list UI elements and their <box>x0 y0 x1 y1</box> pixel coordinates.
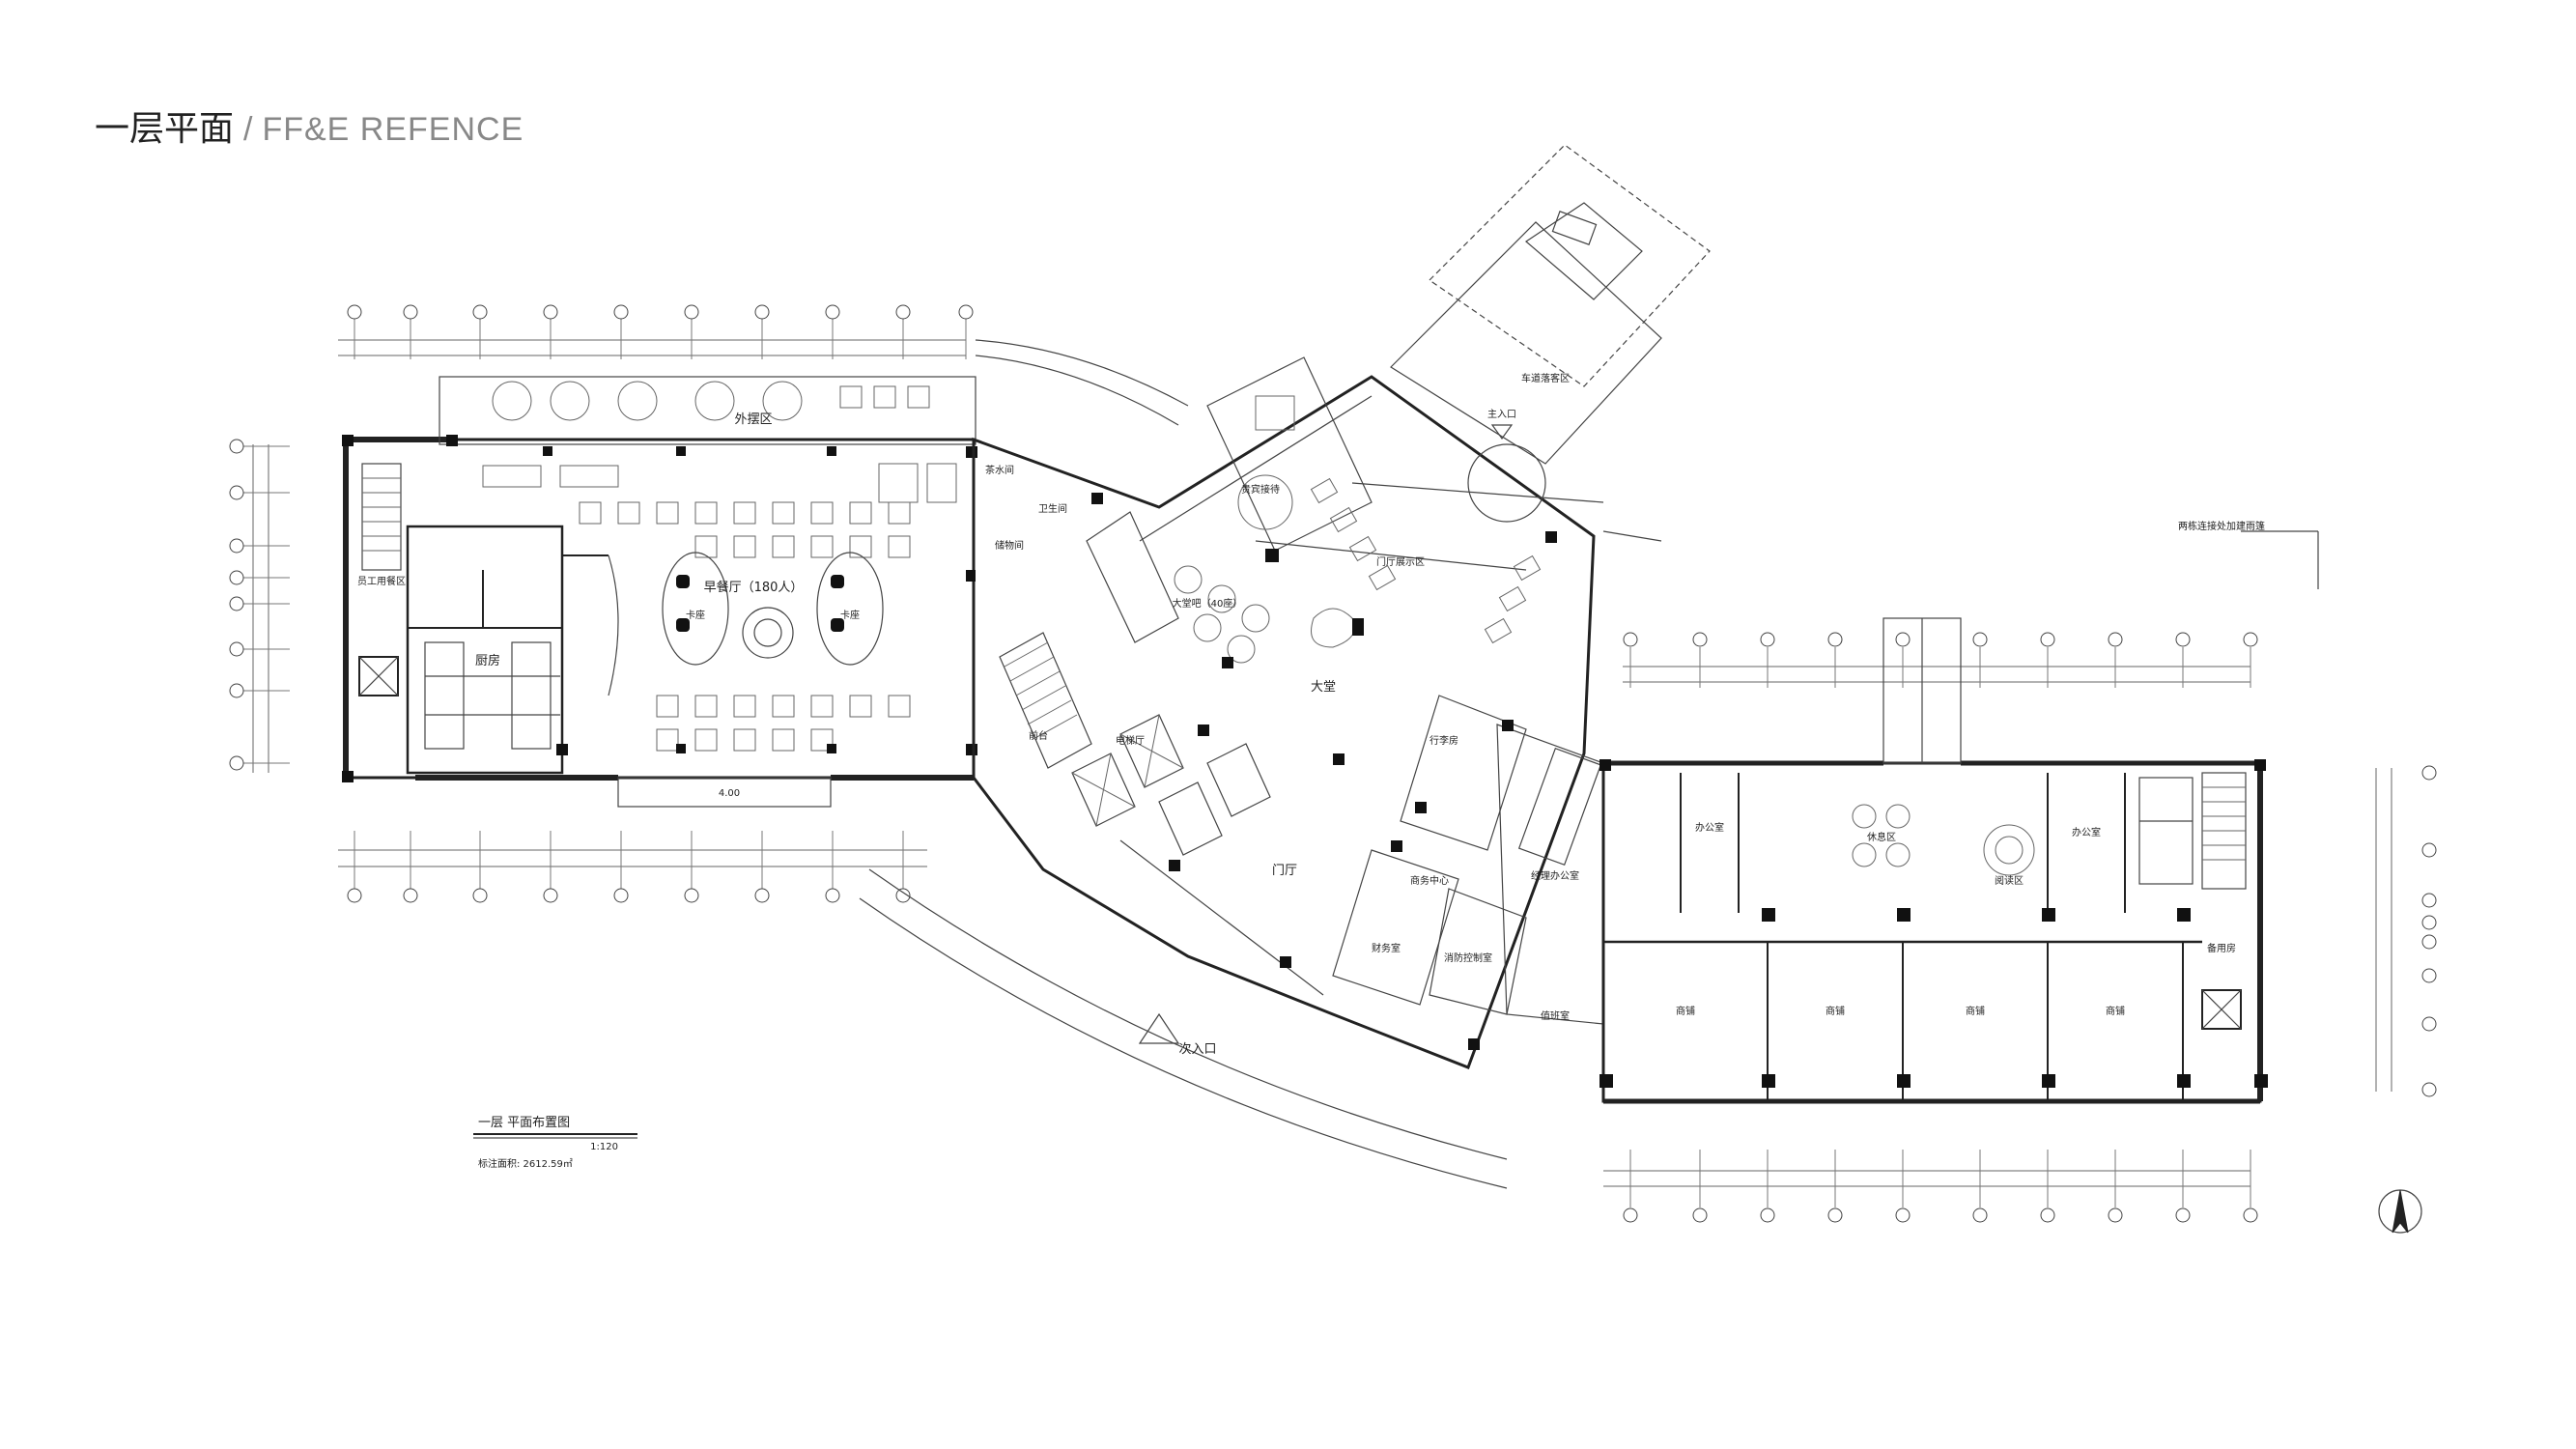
label-lounge: 休息区 <box>1867 831 1896 843</box>
label-fire-control: 消防控制室 <box>1444 952 1492 964</box>
label-backup-room: 备用房 <box>2207 942 2236 954</box>
room-labels: 外摆区 早餐厅（180人） 厨房 员工用餐区 卡座 卡座 茶水间 卫生间 储物间… <box>357 372 2265 1057</box>
dimension-lines-bottom-left <box>338 831 927 903</box>
label-lobby: 大堂 <box>1311 680 1336 695</box>
dropoff-canopy <box>1351 144 1711 542</box>
left-wing: 4.00 <box>342 339 1189 808</box>
drawing-legend: 一层 平面布置图 1:120 标注面积: 2612.59㎡ <box>473 1116 637 1170</box>
secondary-entrance-canopy <box>859 868 1508 1189</box>
central-lobby-block <box>966 356 1604 1069</box>
label-library: 阅读区 <box>1995 874 2024 887</box>
label-shop-1: 商铺 <box>1676 1005 1695 1017</box>
label-elevator-hall: 电梯厅 <box>1116 734 1145 747</box>
label-booth-a: 卡座 <box>686 609 705 621</box>
title-english: FF&E REFENCE <box>262 111 524 148</box>
label-dropoff: 车道落客区 <box>1521 372 1570 384</box>
dimension-lines-left <box>229 439 290 773</box>
label-shop-4: 商铺 <box>2106 1005 2125 1017</box>
legend-title: 一层 平面布置图 <box>478 1116 570 1130</box>
title-chinese: 一层平面 <box>95 109 235 149</box>
label-staff-room: 员工用餐区 <box>357 575 406 587</box>
label-vip-reception: 贵宾接待 <box>1241 483 1280 496</box>
label-business-center: 商务中心 <box>1410 874 1449 887</box>
label-outdoor: 外摆区 <box>734 412 772 427</box>
svg-text:4.00: 4.00 <box>719 788 740 799</box>
label-entrance-hall: 门厅 <box>1272 864 1297 878</box>
label-manager-office: 经理办公室 <box>1531 869 1579 882</box>
label-note-right: 两栋连接处加建雨篷 <box>2178 520 2265 532</box>
label-main-entrance: 主入口 <box>1487 409 1516 420</box>
label-finance: 财务室 <box>1372 942 1401 954</box>
label-office-2: 办公室 <box>2072 826 2101 838</box>
label-tea-room: 茶水间 <box>985 464 1014 476</box>
label-wc: 卫生间 <box>1038 502 1067 515</box>
label-pantry: 储物间 <box>995 539 1024 552</box>
label-breakfast: 早餐厅（180人） <box>704 580 804 595</box>
title-separator: / <box>243 111 253 148</box>
legend-area-note: 标注面积: 2612.59㎡ <box>478 1157 573 1170</box>
page-title: 一层平面/FF&E REFENCE <box>95 100 524 151</box>
label-booth-b: 卡座 <box>840 609 860 621</box>
label-staff-entrance: 次入口 <box>1178 1041 1216 1057</box>
right-wing <box>1599 530 2437 1223</box>
legend-scale: 1:120 <box>590 1142 618 1152</box>
dimension-lines-top-left <box>338 304 974 359</box>
label-kitchen: 厨房 <box>475 653 500 668</box>
north-arrow <box>2378 1189 2422 1234</box>
label-gallery: 门厅展示区 <box>1376 555 1425 568</box>
label-duty-office: 值班室 <box>1541 1009 1570 1022</box>
label-lobby-bar: 大堂吧（40座） <box>1173 597 1243 610</box>
label-luggage: 行李房 <box>1430 734 1458 747</box>
label-front-desk: 前台 <box>1029 729 1048 742</box>
label-shop-3: 商铺 <box>1966 1005 1985 1017</box>
label-shop-2: 商铺 <box>1826 1005 1845 1017</box>
label-office-1: 办公室 <box>1695 821 1724 834</box>
